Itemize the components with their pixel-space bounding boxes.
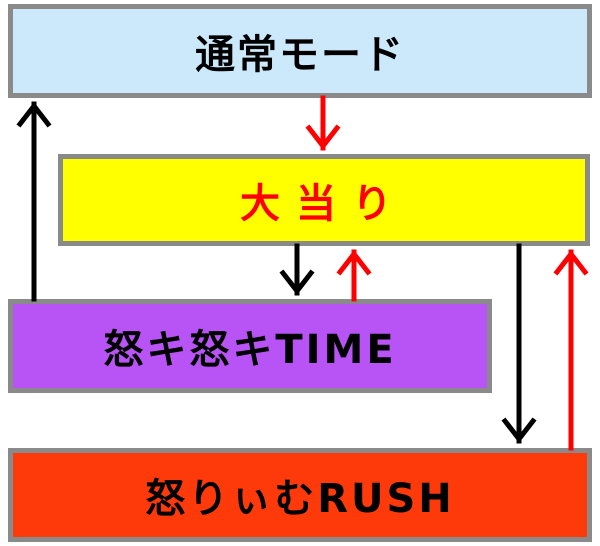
arrow-normal-to-hit [305,95,341,151]
arrow-hit-to-time [279,243,315,296]
arrow-hit-to-rush [501,243,537,444]
state-ikari-rush: 怒りぃむRUSH [8,448,592,542]
state-normal-mode-label: 通常モード [195,32,405,78]
arrow-time-to-hit [336,249,372,302]
state-ikari-rush-label: 怒りぃむRUSH [145,476,455,522]
state-doki-doki-time-label: 怒キ怒キTIME [103,327,397,373]
state-jackpot: 大当り [58,154,590,246]
arrow-rush-to-hit [553,249,589,451]
state-doki-doki-time: 怒キ怒キTIME [8,299,492,393]
state-normal-mode: 通常モード [8,4,592,98]
state-jackpot-label: 大当り [240,181,408,227]
arrow-time-to-normal [16,101,52,302]
